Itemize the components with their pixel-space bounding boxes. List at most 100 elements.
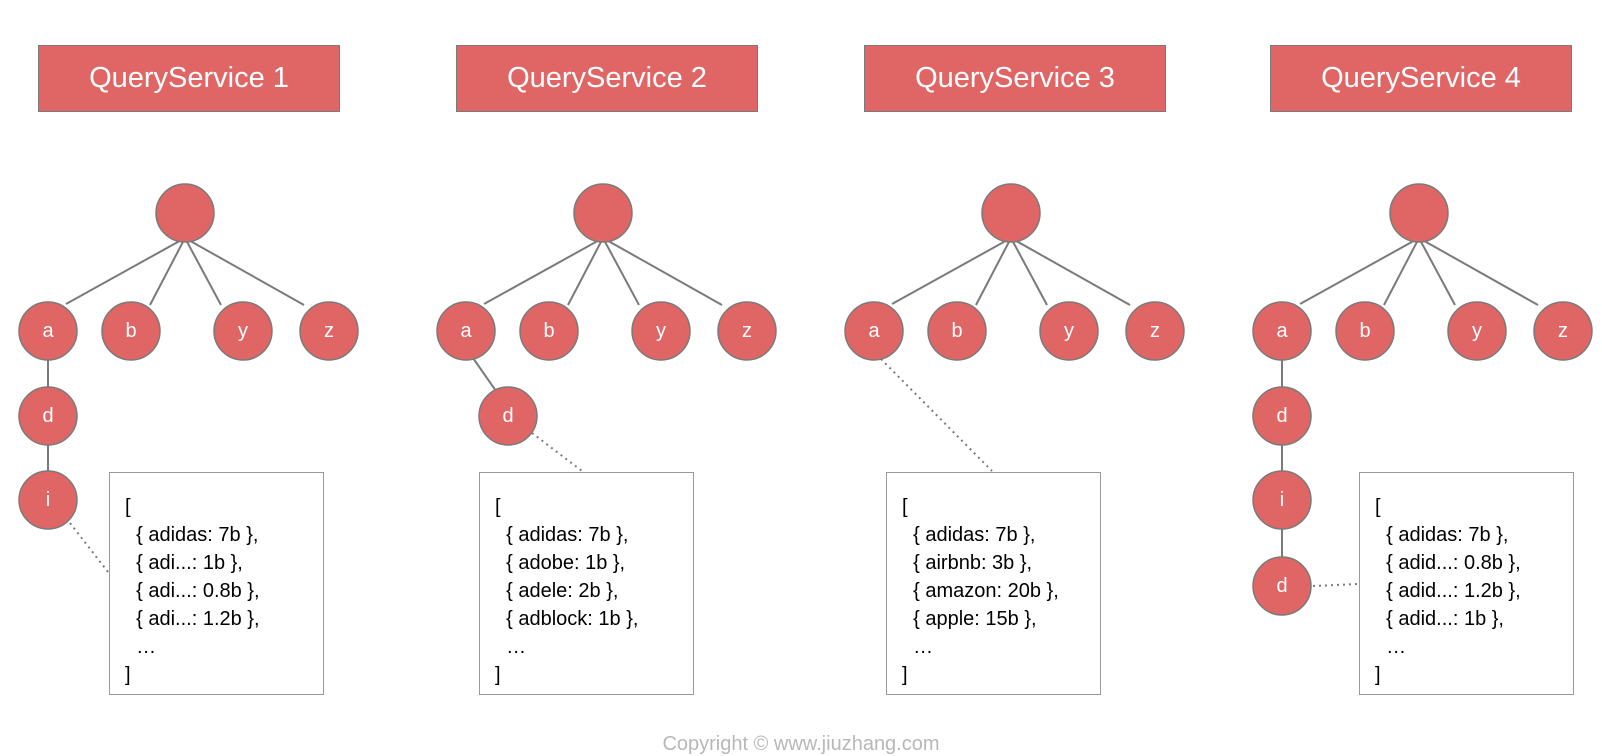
node-y (631, 301, 691, 361)
node-label: d (42, 405, 53, 427)
edge (483, 237, 604, 305)
node-d (18, 386, 78, 446)
node-label: z (1150, 320, 1160, 342)
node-y (1039, 301, 1099, 361)
panel-title: QueryService 2 (456, 45, 758, 112)
node-label: z (324, 320, 334, 342)
list-line: … (125, 636, 157, 658)
node-b (101, 301, 161, 361)
edge (1383, 237, 1420, 306)
node-a (844, 301, 904, 361)
top-results-list: [ { adidas: 7b }, { adi...: 1b }, { adi.… (109, 472, 324, 695)
node-label: y (1472, 320, 1482, 342)
node-a (1252, 301, 1312, 361)
list-line: { adid...: 1.2b }, (1375, 580, 1521, 602)
list-line: { adobe: 1b }, (495, 552, 626, 574)
list-line: { adidas: 7b }, (125, 524, 259, 546)
edge (472, 357, 497, 392)
node-d (1252, 386, 1312, 446)
node-z (717, 301, 777, 361)
node-label: d (502, 405, 513, 427)
node-label: i (46, 489, 50, 511)
list-line: { adi...: 1.2b }, (125, 608, 260, 630)
node-b (1335, 301, 1395, 361)
node-i (1252, 470, 1312, 530)
edge (975, 237, 1012, 306)
edge (602, 237, 640, 306)
panel-query-service-3: QueryService 3 a b y z [ { adidas: 7b },… (826, 0, 1226, 746)
list-line: { adi...: 1b }, (125, 552, 243, 574)
node-y (1447, 301, 1507, 361)
node-b (519, 301, 579, 361)
list-line: ] (125, 664, 131, 686)
list-line: { airbnb: 3b }, (902, 552, 1033, 574)
edge (602, 237, 723, 306)
copyright-watermark: Copyright © www.jiuzhang.com (662, 733, 940, 755)
list-line: { adidas: 7b }, (495, 524, 629, 546)
root-node (573, 183, 633, 243)
edge (149, 237, 186, 306)
list-line: { apple: 15b }, (902, 608, 1037, 630)
pointer-edge (531, 432, 583, 472)
list-line: { adblock: 1b }, (495, 608, 639, 630)
list-line: ] (902, 664, 908, 686)
list-line: … (902, 636, 934, 658)
list-line: { adid...: 0.8b }, (1375, 552, 1521, 574)
root-node (981, 183, 1041, 243)
edge (184, 237, 305, 306)
list-line: { amazon: 20b }, (902, 580, 1059, 602)
list-line: [ (1375, 496, 1381, 518)
pointer-edge (1312, 583, 1359, 587)
node-label: y (656, 320, 666, 342)
node-z (1125, 301, 1185, 361)
top-results-list: [ { adidas: 7b }, { adid...: 0.8b }, { a… (1359, 472, 1574, 695)
list-line: ] (1375, 664, 1381, 686)
node-i (18, 470, 78, 530)
edge (1418, 237, 1456, 306)
top-results-list: [ { adidas: 7b }, { airbnb: 3b }, { amaz… (886, 472, 1101, 695)
node-label: z (742, 320, 752, 342)
list-line: { adid...: 1b }, (1375, 608, 1504, 630)
list-line: … (1375, 636, 1407, 658)
list-line: { adele: 2b }, (495, 580, 619, 602)
node-label: y (238, 320, 248, 342)
pointer-edge (880, 358, 993, 472)
panel-title: QueryService 3 (864, 45, 1166, 112)
list-line: { adidas: 7b }, (902, 524, 1036, 546)
node-label: b (951, 320, 962, 342)
root-node (155, 183, 215, 243)
edge (1010, 237, 1131, 306)
node-d (478, 386, 538, 446)
edge (567, 237, 604, 306)
trie-diagram: a b y z d (436, 183, 777, 472)
node-label: b (543, 320, 554, 342)
node-label: a (1276, 320, 1288, 342)
panel-title: QueryService 4 (1270, 45, 1572, 112)
node-a (18, 301, 78, 361)
node-y (213, 301, 273, 361)
list-line: ] (495, 664, 501, 686)
node-label: y (1064, 320, 1074, 342)
edge (1418, 237, 1539, 306)
edge (891, 237, 1012, 305)
node-label: a (42, 320, 54, 342)
node-z (1533, 301, 1593, 361)
node-z (299, 301, 359, 361)
top-results-list: [ { adidas: 7b }, { adobe: 1b }, { adele… (479, 472, 694, 695)
panel-query-service-2: QueryService 2 a b y z d [ { adidas: (418, 0, 818, 746)
node-b (927, 301, 987, 361)
node-label: d (1276, 575, 1287, 597)
node-label: b (1359, 320, 1370, 342)
list-line: … (495, 636, 527, 658)
panel-query-service-1: QueryService 1 a b y z d i (0, 0, 400, 746)
panel-title: QueryService 1 (38, 45, 340, 112)
trie-diagram: a b y z (844, 183, 1185, 472)
pointer-edge (69, 522, 109, 573)
edge (1010, 237, 1048, 306)
root-node (1389, 183, 1449, 243)
node-label: i (1280, 489, 1284, 511)
edge (65, 237, 186, 305)
node-label: z (1558, 320, 1568, 342)
node-d (1252, 556, 1312, 616)
node-label: d (1276, 405, 1287, 427)
